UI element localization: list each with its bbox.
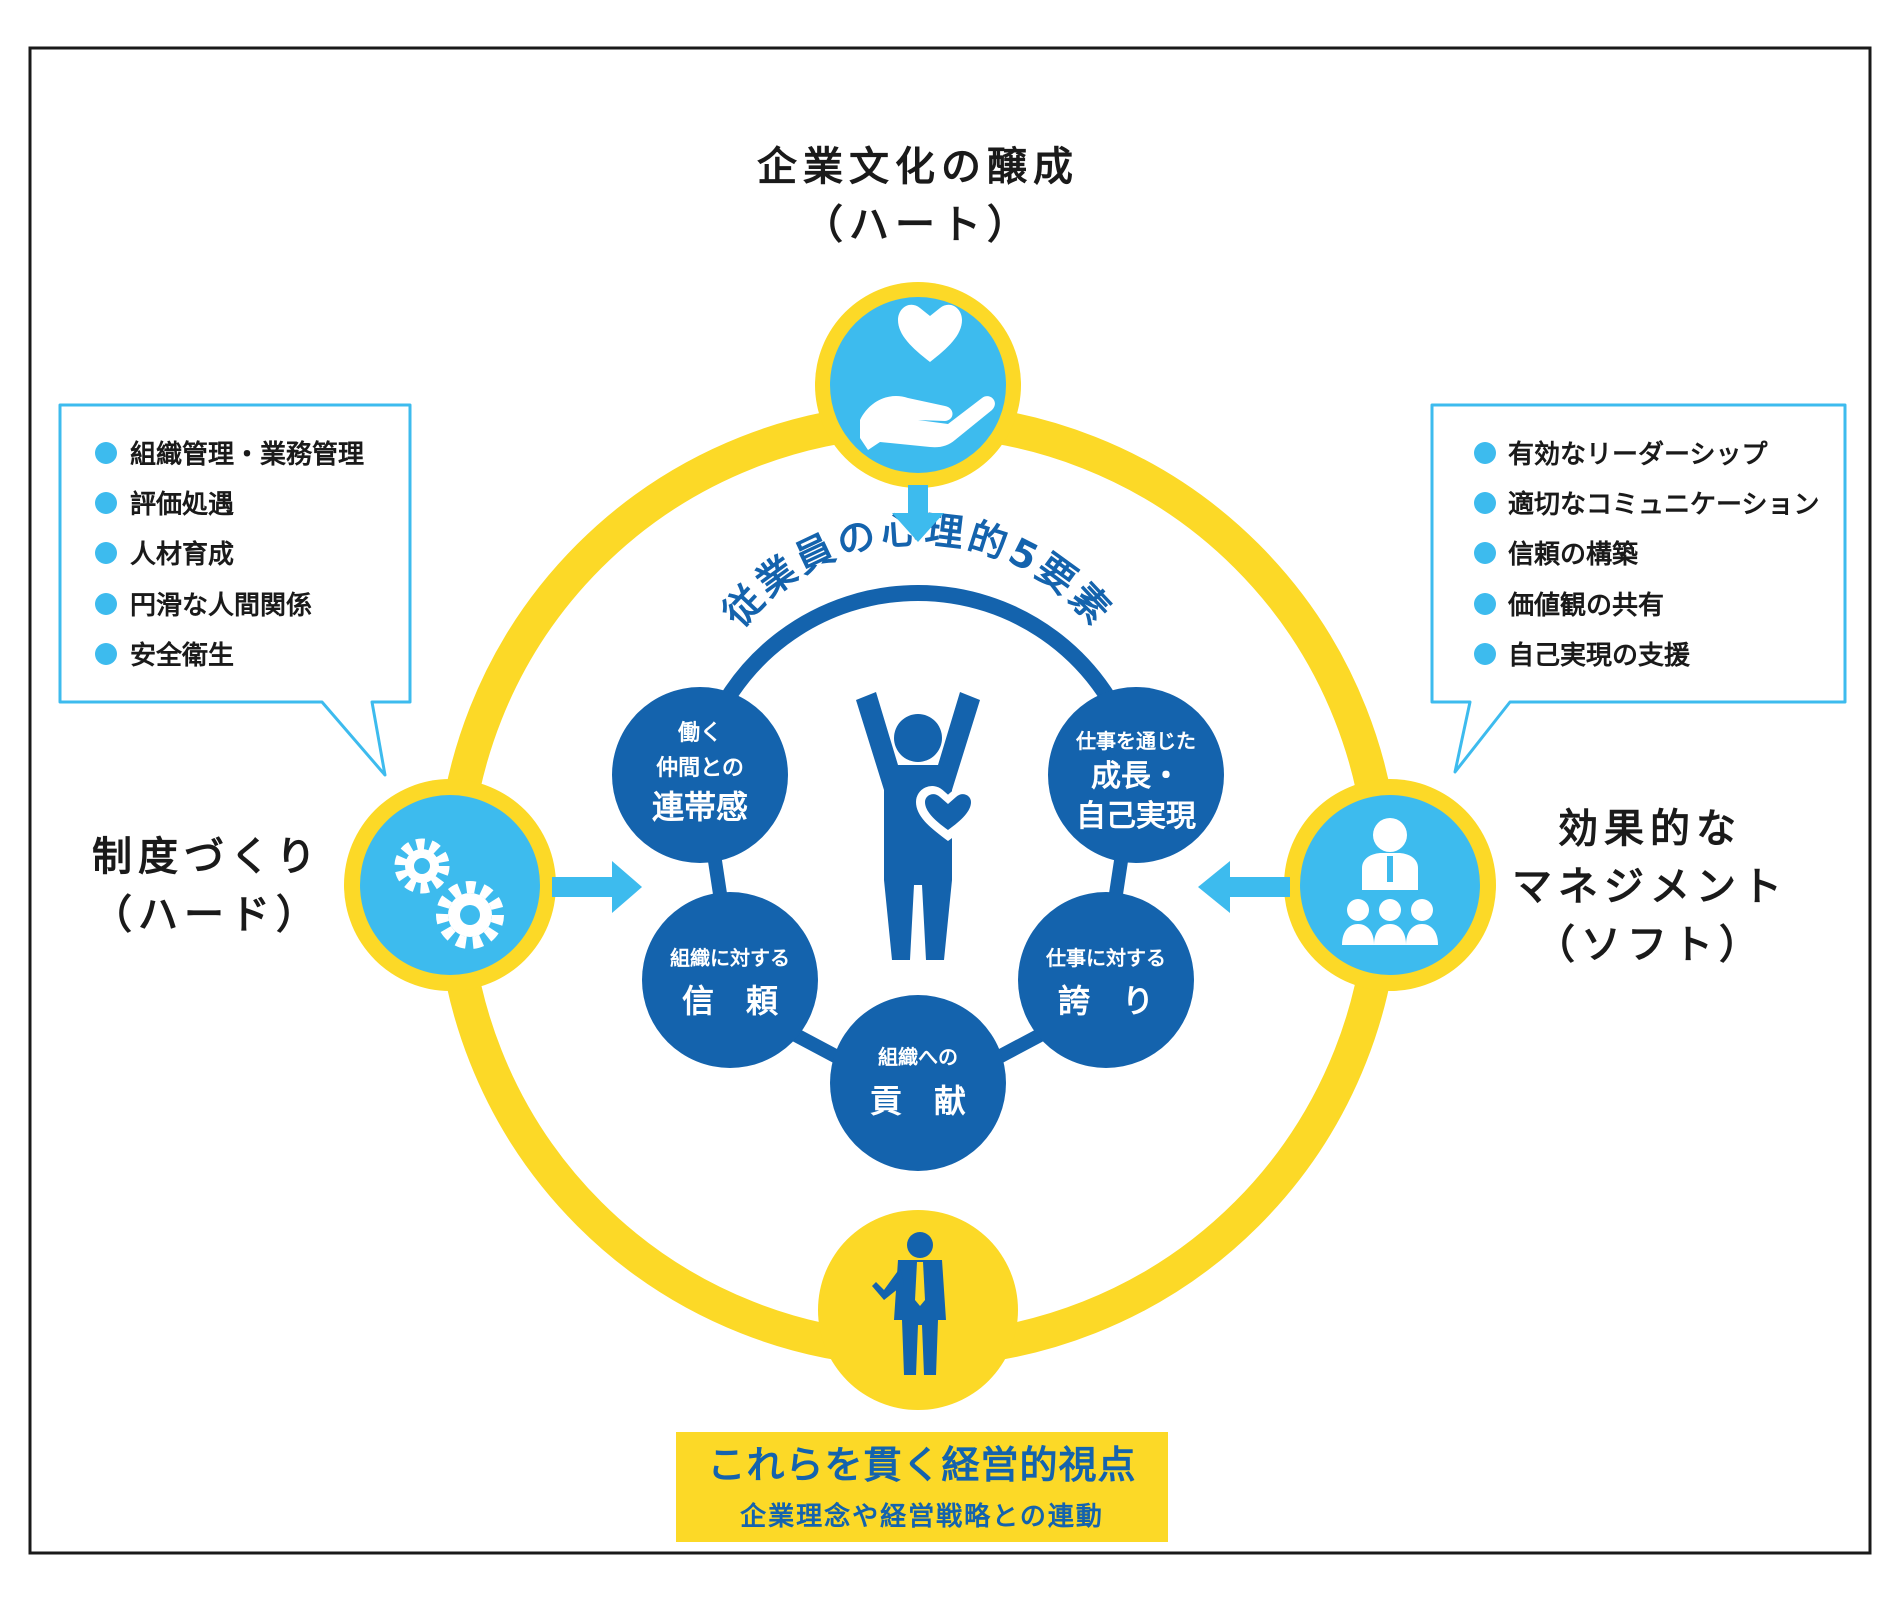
svg-text:仲間との: 仲間との (656, 755, 744, 781)
right-list-item: 有効なリーダーシップ (1508, 439, 1768, 470)
svg-text:誇 り: 誇 り (1058, 982, 1154, 1020)
svg-text:組織に対する: 組織に対する (670, 946, 790, 970)
left-title: 制度づくり (92, 834, 322, 880)
svg-text:働く: 働く (677, 720, 722, 746)
right-left-arrow (1198, 861, 1290, 913)
right-node (1284, 779, 1496, 991)
left-speech-bubble: 組織管理・業務管理 評価処遇 人材育成 円滑な人間関係 安全衛生 (58, 403, 412, 777)
right-list-item: 適切なコミュニケーション (1508, 489, 1819, 520)
right-title-line2: マネジメント (1512, 864, 1788, 910)
leader-team-icon (1342, 818, 1438, 945)
left-right-arrow (552, 861, 642, 913)
businessman-icon (872, 1232, 946, 1375)
hand-heart-icon (860, 304, 995, 450)
left-list-item: 円滑な人間関係 (130, 591, 312, 621)
svg-text:成長・: 成長・ (1091, 759, 1181, 794)
svg-text:自己実現: 自己実現 (1076, 799, 1196, 834)
right-title-line1: 効果的な (1558, 806, 1742, 852)
svg-text:信 頼: 信 頼 (682, 982, 779, 1020)
person-heart-icon (856, 692, 981, 960)
svg-text:仕事に対する: 仕事に対する (1045, 946, 1166, 970)
element-trust: 組織に対する 信 頼 (642, 892, 818, 1068)
diagram-frame (28, 46, 1872, 1555)
bottom-banner: これらを貫く経営的視点 企業理念や経営戦略との連動 (676, 1432, 1168, 1542)
element-pride: 仕事に対する 誇 り (1018, 892, 1194, 1068)
bottom-node (818, 1210, 1018, 1410)
left-list-item: 評価処遇 (130, 489, 234, 520)
svg-text:仕事を通じた: 仕事を通じた (1075, 729, 1196, 753)
right-list-item: 信頼の構築 (1508, 539, 1639, 570)
left-node (344, 779, 556, 991)
left-list-item: 人材育成 (130, 539, 234, 570)
right-speech-bubble: 有効なリーダーシップ 適切なコミュニケーション 信頼の構築 価値観の共有 自己実… (1430, 403, 1847, 774)
right-subtitle: （ソフト） (1535, 922, 1765, 968)
left-list-item: 安全衛生 (130, 640, 234, 671)
element-solidarity: 働く 仲間との 連帯感 (612, 687, 788, 863)
svg-text:組織への: 組織への (878, 1045, 958, 1069)
left-subtitle: （ハード） (92, 892, 322, 938)
inner-blue-arc (694, 585, 1142, 758)
banner-subtitle: 企業理念や経営戦略との連動 (740, 1501, 1104, 1532)
top-subtitle: （ハート） (803, 202, 1033, 248)
top-title: 企業文化の醸成 (757, 144, 1079, 190)
svg-text:貢 献: 貢 献 (870, 1082, 966, 1120)
svg-text:連帯感: 連帯感 (652, 788, 748, 826)
banner-title: これらを貫く経営的視点 (707, 1443, 1136, 1487)
element-contribution: 組織への 貢 献 (830, 995, 1006, 1171)
gears-icon (394, 838, 504, 949)
right-list-item: 価値観の共有 (1507, 590, 1664, 621)
element-growth: 仕事を通じた 成長・ 自己実現 (1048, 687, 1224, 863)
top-down-arrow (892, 485, 944, 542)
left-list-item: 組織管理・業務管理 (130, 439, 364, 470)
top-node (815, 282, 1021, 488)
right-list-item: 自己実現の支援 (1508, 640, 1691, 671)
